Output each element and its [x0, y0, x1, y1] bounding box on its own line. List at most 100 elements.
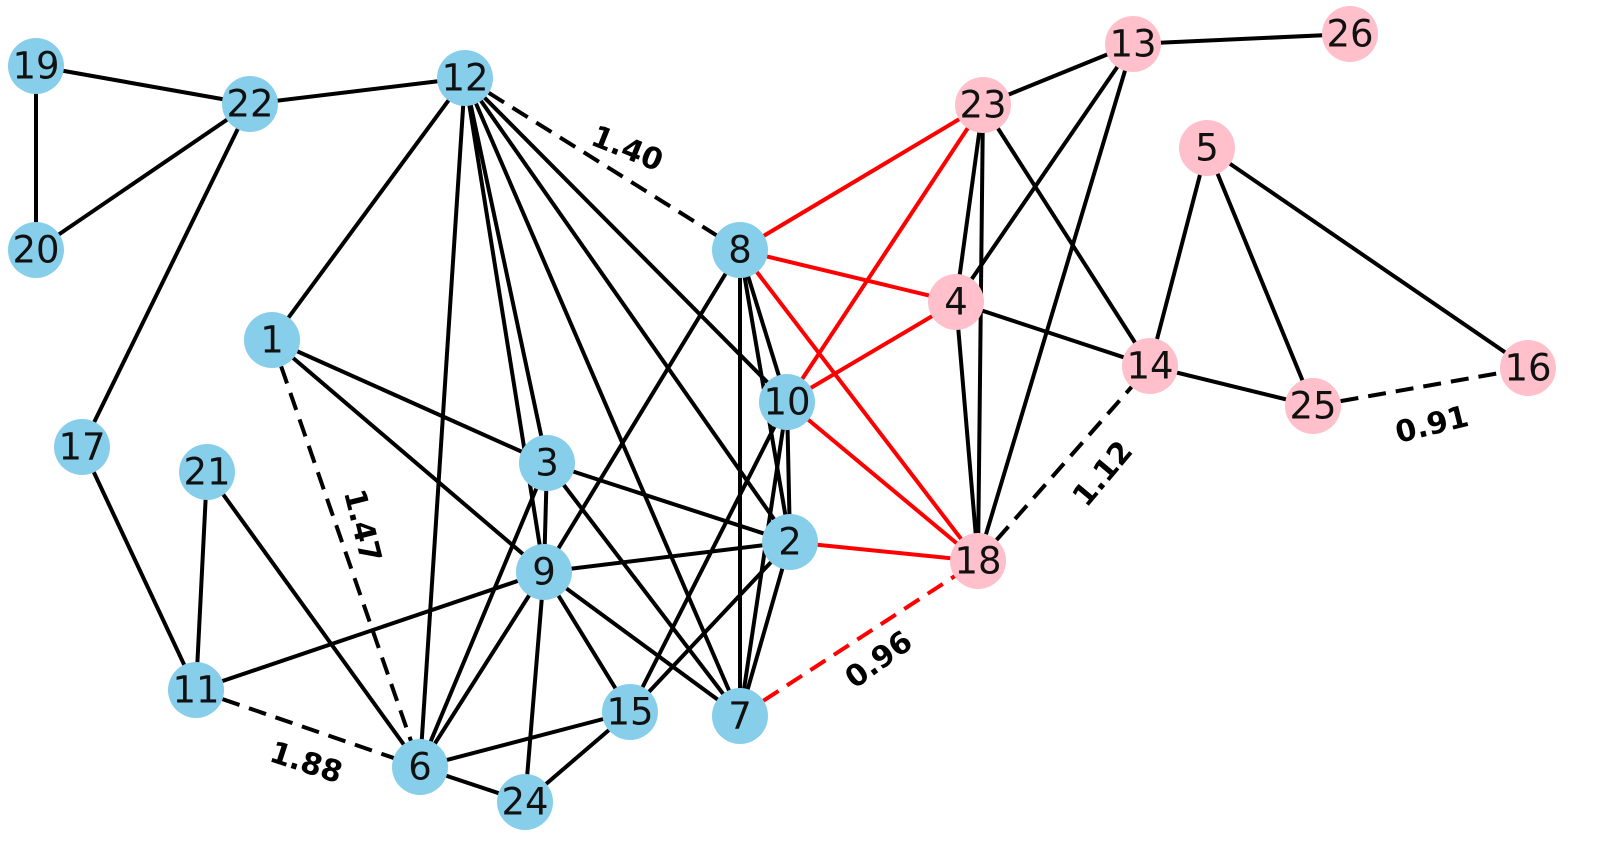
node-label-13: 13 [1109, 23, 1156, 66]
node-circle-2 [762, 514, 818, 570]
node-circle-1 [244, 312, 300, 368]
node-circle-11 [168, 662, 224, 718]
node-circle-23 [955, 77, 1011, 133]
node-label-23: 23 [959, 84, 1006, 127]
node-label-5: 5 [1195, 127, 1219, 170]
node-circle-6 [392, 739, 448, 795]
edge-13-26 [1132, 32, 1351, 46]
node-label-17: 17 [58, 426, 105, 469]
node-circle-8 [712, 222, 768, 278]
node-18: 18 [950, 533, 1006, 589]
node-1: 1 [244, 312, 300, 368]
node-circle-18 [950, 533, 1006, 589]
edges-layer [34, 32, 1530, 804]
edge-11-6 [195, 688, 421, 769]
edge-22-17 [80, 103, 252, 448]
edge-15-10 [628, 401, 789, 713]
edge-9-7 [542, 570, 742, 718]
node-label-15: 15 [606, 691, 653, 734]
edge-22-12 [249, 76, 466, 106]
edge-8-4 [739, 248, 957, 304]
node-19: 19 [8, 38, 64, 94]
edge-21-6 [205, 470, 422, 769]
node-label-2: 2 [778, 521, 802, 564]
edge-4-14 [955, 300, 1151, 368]
edge-6-15 [419, 710, 631, 769]
node-16: 16 [1500, 340, 1556, 396]
node-label-25: 25 [1289, 385, 1336, 428]
edge-1-3 [271, 338, 548, 465]
edge-25-16 [1312, 366, 1529, 408]
node-circle-25 [1285, 378, 1341, 434]
edge-10-18 [785, 400, 980, 563]
node-label-8: 8 [728, 229, 752, 272]
node-circle-19 [8, 38, 64, 94]
node-circle-9 [516, 544, 572, 600]
edge-9-24 [523, 571, 546, 803]
node-5: 5 [1179, 120, 1235, 176]
node-circle-4 [928, 274, 984, 330]
edge-12-2 [463, 76, 792, 544]
node-24: 24 [497, 774, 553, 830]
node-label-3: 3 [535, 442, 559, 485]
edge-1-9 [270, 338, 546, 574]
edge-12-10 [463, 76, 789, 404]
node-label-21: 21 [183, 451, 230, 494]
node-6: 6 [392, 739, 448, 795]
edge-12-3 [463, 77, 549, 464]
node-label-20: 20 [12, 229, 59, 272]
edge-weight-25-16: 0.91 [1392, 399, 1472, 451]
edge-weight-12-8: 1.40 [586, 119, 668, 179]
node-14: 14 [1122, 338, 1178, 394]
edge-12-8 [463, 76, 742, 252]
edge-10-23 [785, 103, 985, 404]
edge-10-7 [738, 401, 789, 717]
node-2: 2 [762, 514, 818, 570]
node-circle-10 [759, 374, 815, 430]
edge-13-4 [954, 42, 1135, 304]
node-12: 12 [437, 50, 493, 106]
node-circle-26 [1322, 6, 1378, 62]
edge-3-6 [418, 462, 549, 768]
edge-weight-1-6: 1.47 [336, 486, 388, 566]
edge-weights-layer: 1.881.471.400.961.120.91 [265, 119, 1472, 791]
edge-2-18 [789, 540, 979, 563]
node-15: 15 [602, 684, 658, 740]
node-circle-24 [497, 774, 553, 830]
node-circle-22 [222, 76, 278, 132]
edge-9-2 [543, 540, 791, 574]
edge-7-18 [738, 559, 980, 718]
node-label-11: 11 [172, 669, 219, 712]
node-23: 23 [955, 77, 1011, 133]
node-9: 9 [516, 544, 572, 600]
node-label-24: 24 [501, 781, 548, 824]
node-label-6: 6 [408, 746, 432, 789]
edge-5-16 [1205, 146, 1530, 370]
edge-3-7 [545, 461, 742, 718]
node-17: 17 [54, 419, 110, 475]
node-label-7: 7 [728, 695, 752, 738]
edge-18-14 [976, 364, 1152, 563]
node-circle-15 [602, 684, 658, 740]
node-20: 20 [8, 222, 64, 278]
node-label-14: 14 [1126, 345, 1173, 388]
node-label-22: 22 [226, 83, 273, 126]
node-label-10: 10 [763, 381, 810, 424]
node-label-26: 26 [1326, 13, 1373, 56]
node-26: 26 [1322, 6, 1378, 62]
edge-8-18 [738, 248, 980, 563]
edge-13-18 [976, 43, 1135, 562]
node-3: 3 [519, 435, 575, 491]
node-circle-3 [519, 435, 575, 491]
node-label-4: 4 [944, 281, 968, 324]
node-21: 21 [179, 444, 235, 500]
node-circle-5 [1179, 120, 1235, 176]
node-10: 10 [759, 374, 815, 430]
edge-14-5 [1148, 147, 1209, 367]
edge-4-18 [954, 301, 980, 562]
edge-2-7 [738, 541, 792, 717]
edge-20-22 [34, 102, 252, 252]
edge-11-9 [195, 570, 545, 692]
